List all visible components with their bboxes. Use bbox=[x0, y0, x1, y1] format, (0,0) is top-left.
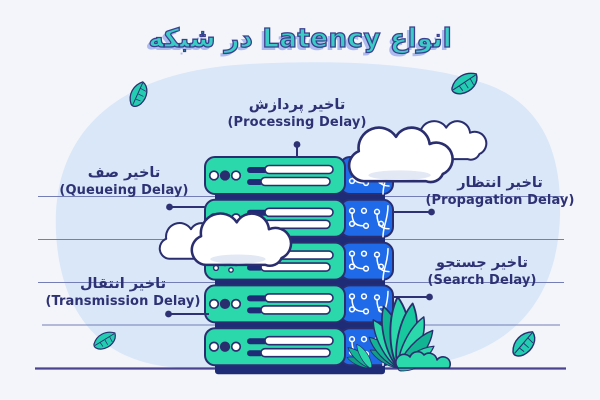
cloud-icon bbox=[158, 212, 293, 273]
label-queueing: تاخیر صف (Queueing Delay) bbox=[44, 165, 204, 199]
label-processing-en: (Processing Delay) bbox=[227, 114, 367, 130]
label-propagation-en: (Propagation Delay) bbox=[425, 192, 575, 208]
server-unit bbox=[204, 284, 394, 333]
label-processing-fa: تاخیر پردازش bbox=[248, 97, 346, 113]
label-propagation: تاخیر انتظار (Propagation Delay) bbox=[416, 175, 584, 209]
plant-icon bbox=[344, 295, 452, 376]
label-queueing-fa: تاخیر صف bbox=[87, 165, 161, 181]
label-processing: تاخیر پردازش (Processing Delay) bbox=[217, 97, 377, 131]
label-transmission-en: (Transmission Delay) bbox=[45, 293, 201, 309]
label-transmission-fa: تاخیر انتقال bbox=[79, 276, 167, 292]
label-queueing-en: (Queueing Delay) bbox=[59, 182, 189, 198]
label-search-en: (Search Delay) bbox=[427, 272, 537, 288]
label-propagation-fa: تاخیر انتظار bbox=[457, 175, 543, 191]
label-search-fa: تاخیر جستجو bbox=[436, 255, 528, 271]
label-search: تاخیر جستجو (Search Delay) bbox=[411, 255, 553, 289]
page-title: انواع Latency در شبکه bbox=[148, 23, 452, 54]
cloud-icon bbox=[347, 120, 488, 184]
label-transmission: تاخیر انتقال (Transmission Delay) bbox=[34, 276, 212, 310]
